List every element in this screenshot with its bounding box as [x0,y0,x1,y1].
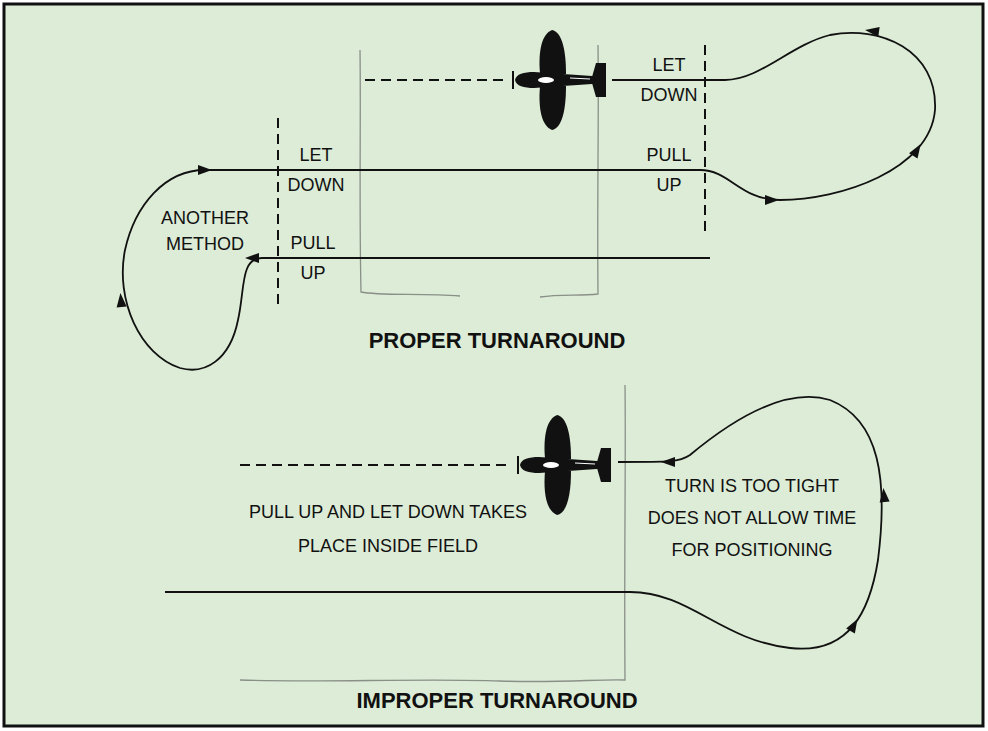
note-label: PULL UP AND LET DOWN TAKES PLACE INSIDE … [240,495,536,563]
field-outline [240,385,625,682]
dashed-line [240,464,510,466]
note-label: LET DOWN [638,50,700,110]
note-label: TURN IS TOO TIGHT DOES NOT ALLOW TIME FO… [642,470,862,566]
flight-path [165,397,882,649]
diagram-heading: IMPROPER TURNAROUND [297,686,697,716]
note-label: ANOTHER METHOD [155,205,255,257]
note-label: LET DOWN [284,140,348,200]
note-label: PULL UP [638,140,700,200]
panel [4,4,983,726]
airplane [513,30,606,130]
airplane [518,415,611,515]
arrowhead [115,25,925,307]
diagram-heading: PROPER TURNAROUND [297,326,697,356]
dashed-line [278,45,705,305]
note-label: PULL UP [284,228,342,288]
